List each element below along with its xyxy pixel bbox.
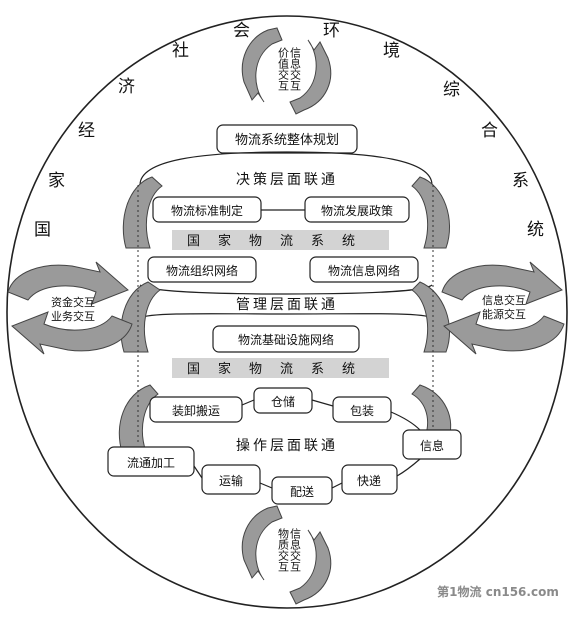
national-system-band bbox=[172, 230, 389, 250]
top-planning-label: 物流系统整体规划 bbox=[235, 133, 339, 148]
national-system-band-label: 国家物流系统 bbox=[187, 361, 373, 377]
node-transport-label: 运输 bbox=[219, 473, 243, 488]
left-exchange-arrows bbox=[7, 261, 133, 355]
node-processing-label: 流通加工 bbox=[127, 456, 175, 470]
ring-char: 会 bbox=[233, 21, 250, 41]
node-processing bbox=[107, 446, 195, 477]
left-exchange-label: 资金交互 bbox=[51, 295, 95, 309]
ring-char: 环 bbox=[323, 21, 340, 41]
infrastructure-network-box bbox=[212, 325, 360, 353]
node-transport bbox=[201, 464, 261, 495]
top-exchange-arrows bbox=[241, 27, 332, 115]
decision-layer-title: 决策层面联通 bbox=[236, 171, 338, 188]
node-connector bbox=[396, 458, 421, 477]
organization-network-box bbox=[147, 256, 257, 283]
node-connector bbox=[241, 399, 255, 406]
ring-char: 境 bbox=[383, 41, 400, 61]
decision-left-curve bbox=[122, 176, 163, 249]
bottom-exchange-arrows bbox=[241, 505, 332, 605]
ring-char: 家 bbox=[48, 171, 65, 191]
management-left-curve bbox=[120, 281, 161, 353]
decision-right-curve bbox=[411, 176, 450, 249]
management-layer-title: 管理层面联通 bbox=[236, 297, 338, 313]
organization-network-label: 物流组织网络 bbox=[166, 263, 238, 278]
node-connector bbox=[259, 482, 273, 489]
decision-layer-arc bbox=[139, 151, 433, 186]
node-distribution-label: 配送 bbox=[290, 484, 314, 499]
ring-char: 系 bbox=[512, 171, 529, 191]
top-exchange-label: 价值交互 bbox=[277, 47, 290, 91]
bottom-exchange-label: 信息交互 bbox=[289, 528, 302, 572]
top-planning-box bbox=[216, 124, 358, 154]
ring-char: 社 bbox=[172, 41, 189, 61]
management-upper-arc bbox=[139, 284, 433, 295]
node-connector bbox=[390, 411, 421, 431]
node-information-label: 信息 bbox=[420, 438, 444, 453]
ring-char: 综 bbox=[443, 80, 460, 100]
ring-char: 国 bbox=[34, 220, 51, 240]
node-packaging-label: 包装 bbox=[350, 404, 374, 418]
node-loading bbox=[149, 396, 243, 423]
ring-char: 济 bbox=[118, 77, 135, 97]
standard-making-label: 物流标准制定 bbox=[171, 203, 243, 218]
node-express bbox=[341, 464, 398, 495]
watermark: 第1物流 cn156.com bbox=[437, 584, 559, 599]
node-connector bbox=[311, 399, 334, 407]
national-system-band-label: 国家物流系统 bbox=[187, 233, 373, 249]
information-network-box bbox=[309, 256, 419, 283]
operation-layer-title: 操作层面联通 bbox=[236, 438, 338, 454]
ring-char: 经 bbox=[78, 121, 95, 141]
node-connector bbox=[331, 482, 343, 489]
right-exchange-label: 信息交互 bbox=[482, 293, 526, 307]
node-loading-label: 装卸搬运 bbox=[172, 403, 220, 418]
top-exchange-label: 信息交互 bbox=[289, 47, 302, 91]
node-storage-label: 仓储 bbox=[271, 394, 295, 409]
national-system-band bbox=[172, 358, 389, 378]
node-connector bbox=[193, 465, 203, 479]
ring-char: 统 bbox=[527, 220, 544, 240]
node-information bbox=[402, 429, 462, 460]
development-policy-label: 物流发展政策 bbox=[321, 203, 393, 218]
management-right-curve bbox=[411, 281, 450, 353]
infrastructure-network-label: 物流基础设施网络 bbox=[238, 332, 334, 347]
node-express-label: 快递 bbox=[357, 474, 381, 488]
right-exchange-arrows bbox=[441, 261, 565, 355]
node-distribution bbox=[271, 476, 333, 505]
outer-ellipse bbox=[6, 15, 568, 609]
information-network-label: 物流信息网络 bbox=[328, 263, 400, 278]
bottom-exchange-label: 物质交互 bbox=[277, 527, 290, 572]
right-exchange-label: 能源交互 bbox=[482, 307, 526, 321]
ring-char: 合 bbox=[481, 121, 498, 141]
management-lower-arc bbox=[139, 313, 433, 319]
node-packaging bbox=[332, 396, 392, 423]
left-exchange-label: 业务交互 bbox=[51, 309, 95, 323]
